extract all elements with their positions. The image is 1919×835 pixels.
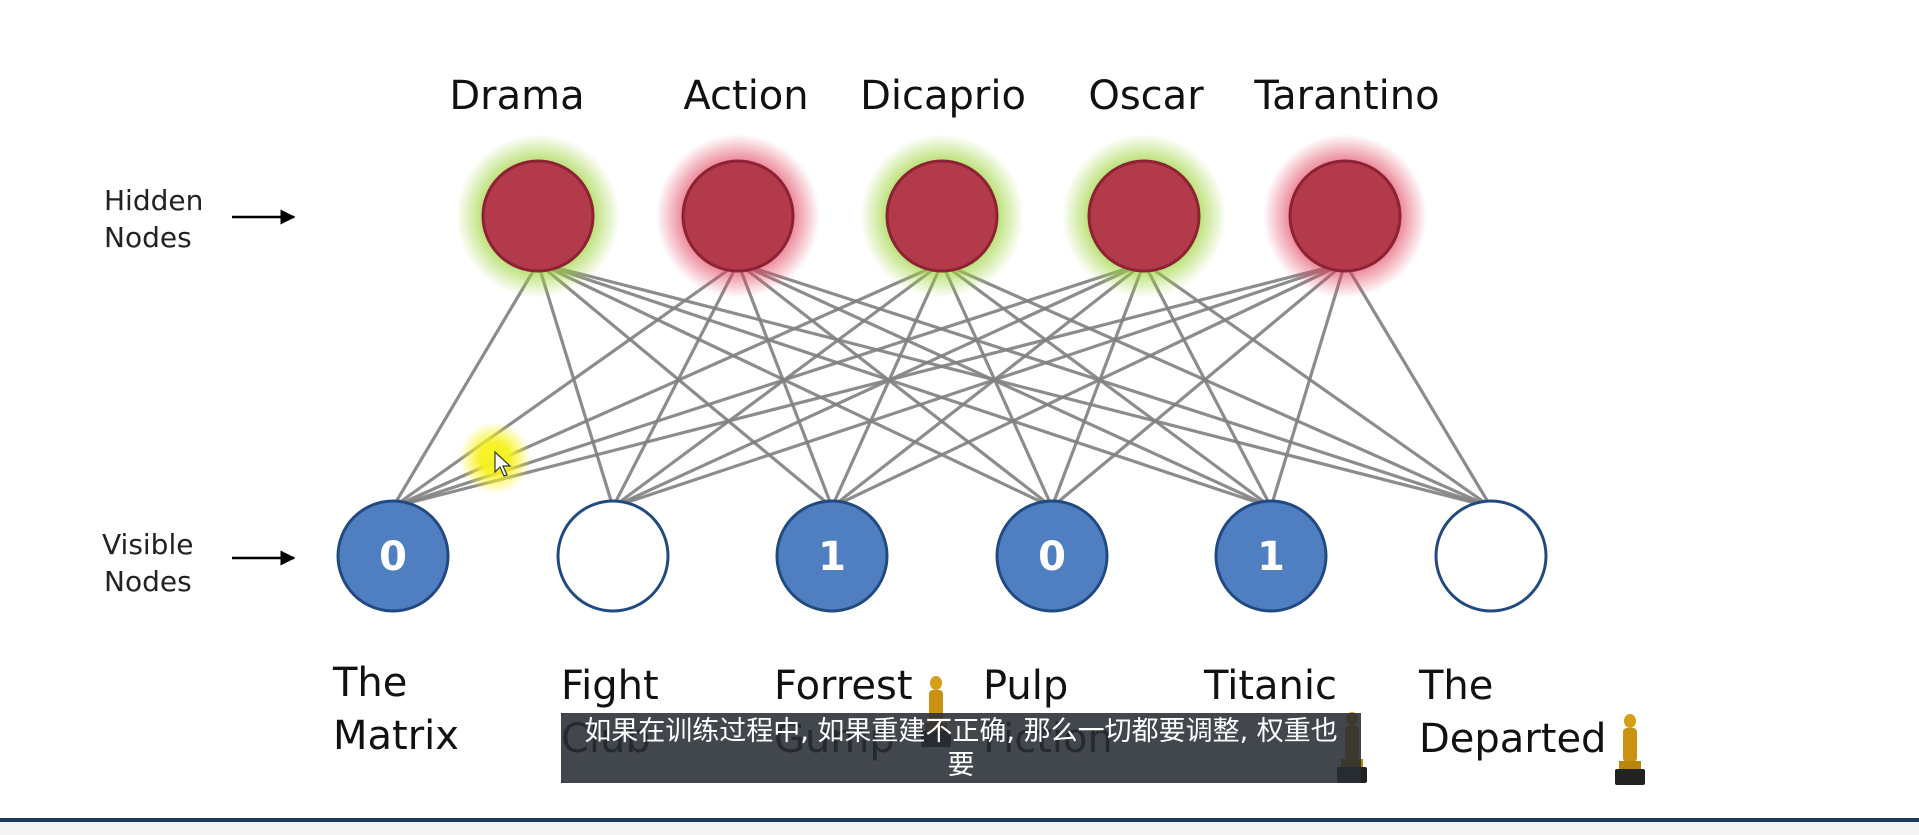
movie-label-line: Fight bbox=[561, 663, 659, 709]
visible-layer: 0 1 0 1 bbox=[336, 499, 1548, 613]
edge bbox=[611, 262, 740, 508]
hidden-label-line1: Hidden bbox=[104, 184, 203, 217]
edge bbox=[1143, 261, 1492, 509]
visible-node-value: 0 bbox=[379, 534, 407, 580]
hidden-label-line2: Nodes bbox=[104, 221, 192, 254]
hidden-node-label: Action bbox=[683, 73, 808, 119]
edge bbox=[1269, 262, 1347, 508]
visible-nodes-label: Visible Nodes bbox=[102, 528, 296, 598]
edge bbox=[737, 261, 1272, 509]
edge bbox=[612, 261, 1346, 509]
hidden-nodes-label: Hidden Nodes bbox=[104, 184, 296, 254]
edge bbox=[612, 261, 943, 509]
hidden-node-tarantino bbox=[1288, 159, 1402, 273]
movie-label-line: Forrest bbox=[774, 663, 913, 709]
edge bbox=[537, 261, 1272, 509]
edge bbox=[391, 262, 540, 508]
edge bbox=[941, 261, 1272, 509]
hidden-node-label: Dicaprio bbox=[860, 73, 1026, 119]
cursor-highlight bbox=[459, 422, 531, 494]
edge bbox=[1050, 261, 1347, 509]
visible-node-value: 1 bbox=[818, 534, 846, 580]
visible-node-value: 1 bbox=[1257, 534, 1285, 580]
visible-label-line2: Nodes bbox=[104, 565, 192, 598]
visible-node bbox=[995, 499, 1109, 613]
movie-label-line: The bbox=[1418, 663, 1493, 709]
edge bbox=[392, 261, 739, 509]
visible-node bbox=[556, 499, 670, 613]
visible-node bbox=[775, 499, 889, 613]
visible-node-value: 0 bbox=[1038, 534, 1066, 580]
movie-label-line: Matrix bbox=[333, 713, 459, 759]
edge bbox=[737, 261, 1492, 509]
edge bbox=[736, 262, 834, 508]
hidden-node-action bbox=[681, 159, 795, 273]
movie-label-line: Pulp bbox=[983, 663, 1068, 709]
edge bbox=[537, 261, 1053, 509]
oscar-statuette-icon bbox=[1615, 714, 1645, 785]
visible-node bbox=[1434, 499, 1548, 613]
edge bbox=[941, 261, 1492, 509]
bottom-divider bbox=[0, 818, 1919, 822]
hidden-node-label: Drama bbox=[449, 73, 584, 119]
visible-label-line1: Visible bbox=[102, 528, 193, 561]
bottom-band bbox=[0, 822, 1919, 835]
edge bbox=[392, 261, 1346, 509]
video-subtitle: 如果在训练过程中, 如果重建不正确, 那么一切都要调整, 权重也要 调整, 然后… bbox=[561, 713, 1361, 815]
hidden-node-label: Oscar bbox=[1088, 73, 1204, 119]
hidden-node-label: Tarantino bbox=[1253, 73, 1439, 119]
hidden-layer bbox=[481, 159, 1402, 273]
hidden-node-dicaprio bbox=[885, 159, 999, 273]
edge bbox=[537, 261, 1492, 509]
edge bbox=[1343, 262, 1493, 508]
edge bbox=[831, 261, 1346, 509]
movie-label-line: Departed bbox=[1419, 716, 1606, 762]
hidden-node-drama bbox=[481, 159, 595, 273]
edge bbox=[830, 262, 944, 508]
edge bbox=[536, 261, 834, 509]
subtitle-line-1: 如果在训练过程中, 如果重建不正确, 那么一切都要调整, 权重也要 bbox=[584, 716, 1338, 781]
edge bbox=[940, 262, 1054, 508]
edge bbox=[1142, 262, 1273, 508]
visible-node bbox=[1214, 499, 1328, 613]
visible-node bbox=[336, 499, 450, 613]
subtitle-line-2: 调整, 然后我们一次又一次地重建。 bbox=[749, 784, 1173, 815]
edge bbox=[612, 261, 1145, 509]
edge bbox=[536, 262, 615, 508]
mouse-pointer-icon bbox=[494, 450, 512, 477]
edges bbox=[391, 261, 1493, 509]
edge bbox=[1050, 262, 1146, 508]
hidden-node-oscar bbox=[1087, 159, 1201, 273]
movie-label-line: The bbox=[332, 660, 407, 706]
movie-label-line: Titanic bbox=[1203, 663, 1337, 709]
edge bbox=[831, 261, 1145, 509]
edge bbox=[737, 261, 1053, 509]
